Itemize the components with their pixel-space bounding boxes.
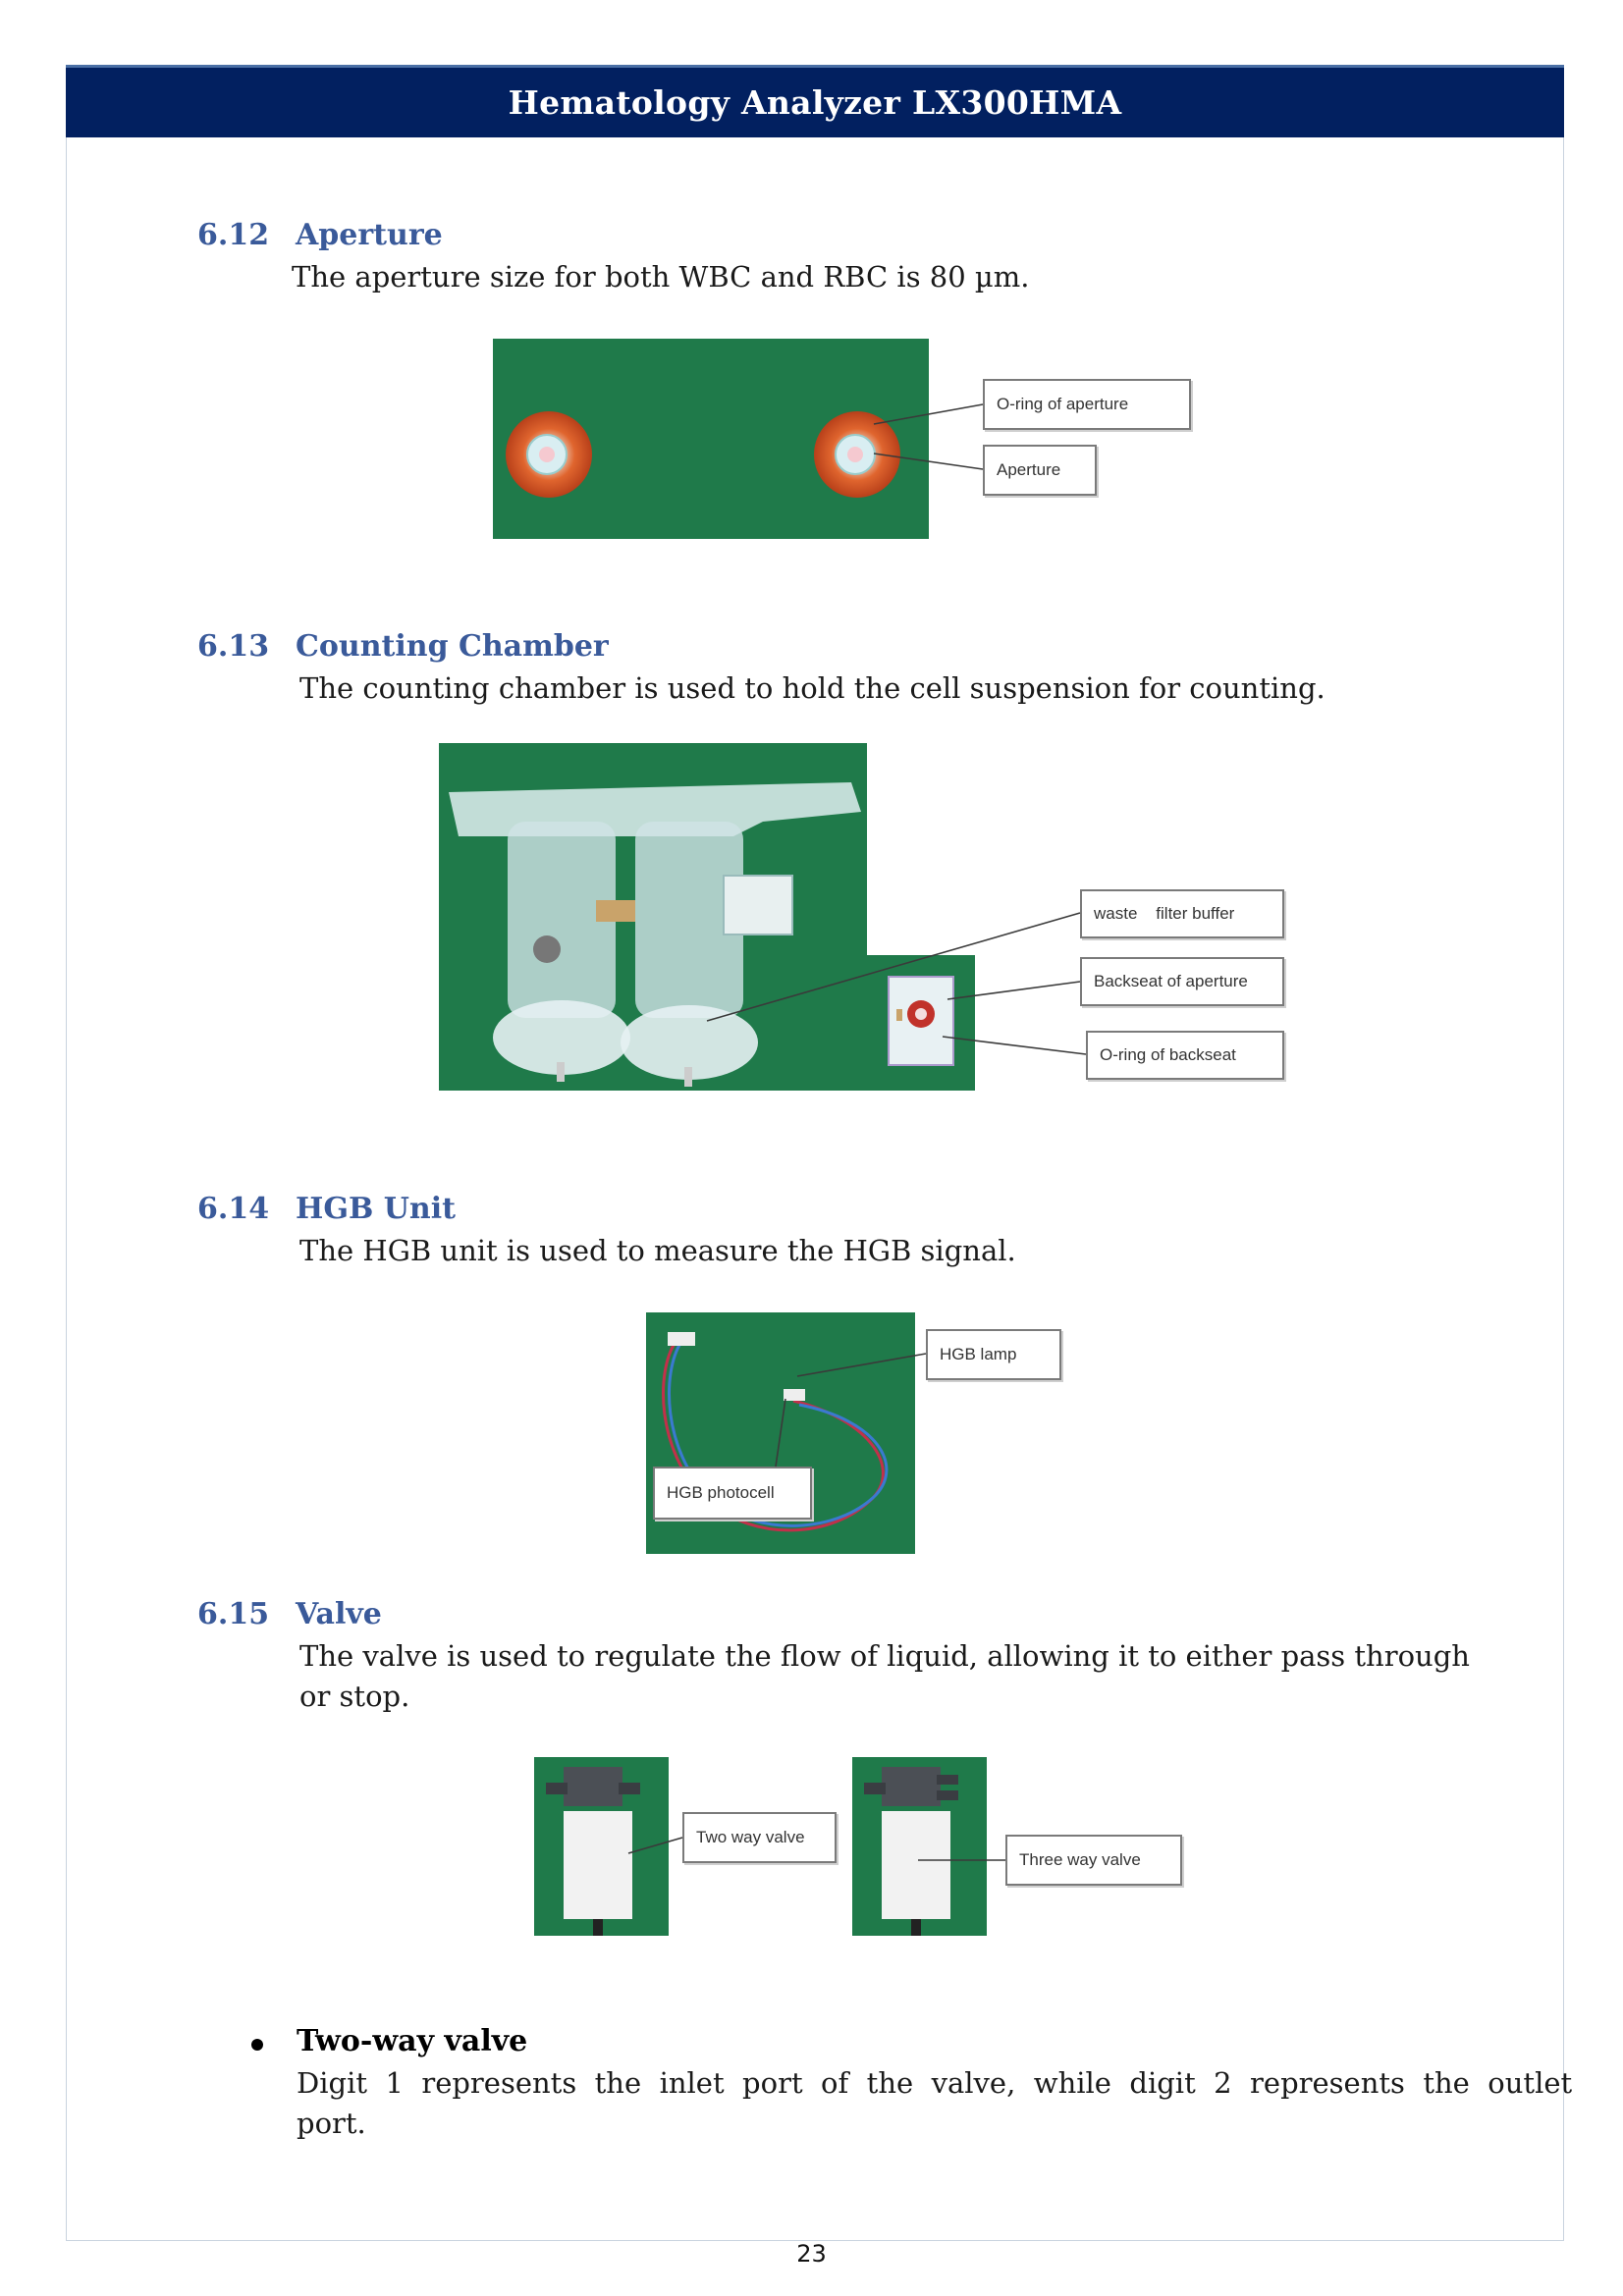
section-number: 6.15 (197, 1597, 270, 1631)
bullet-title: Two-way valve (297, 2024, 528, 2058)
callout-three-way-valve: Three way valve (1005, 1835, 1182, 1886)
section-number: 6.14 (197, 1192, 270, 1226)
callout-hgb-photocell: HGB photocell (653, 1467, 812, 1520)
callout-o-ring-of-aperture: O-ring of aperture (983, 379, 1191, 430)
backseat-photo (867, 955, 975, 1091)
document-title: Hematology Analyzer LX300HMA (508, 83, 1122, 122)
section-heading-6-13: 6.13 Counting Chamber (197, 629, 609, 664)
aperture-photo (493, 339, 929, 539)
section-heading-6-12: 6.12 Aperture (197, 218, 443, 252)
section-number: 6.13 (197, 629, 270, 664)
section-text-6-14: The HGB unit is used to measure the HGB … (299, 1234, 1016, 1267)
bullet-text-line2: port. (297, 2107, 366, 2140)
counting-chamber-photo (439, 743, 867, 1091)
bullet-text-line1: Digit 1 represents the inlet port of the… (297, 2066, 1573, 2100)
section-text-6-15-line1: The valve is used to regulate the flow o… (299, 1639, 1470, 1673)
callout-o-ring-of-backseat: O-ring of backseat (1086, 1031, 1284, 1080)
section-title: HGB Unit (296, 1192, 456, 1226)
section-heading-6-14: 6.14 HGB Unit (197, 1192, 456, 1226)
section-title: Valve (296, 1597, 382, 1631)
two-way-valve-photo (534, 1757, 669, 1936)
section-text-6-12: The aperture size for both WBC and RBC i… (292, 260, 1030, 294)
callout-hgb-lamp: HGB lamp (926, 1329, 1061, 1380)
section-title: Counting Chamber (296, 629, 609, 664)
callout-waste-filter-buffer: waste filter buffer (1080, 889, 1284, 938)
header-banner: Hematology Analyzer LX300HMA (66, 65, 1564, 137)
callout-backseat-of-aperture: Backseat of aperture (1080, 957, 1284, 1006)
callout-aperture: Aperture (983, 445, 1097, 496)
page-number: 23 (796, 2240, 827, 2268)
section-text-6-15-line2: or stop. (299, 1680, 410, 1713)
three-way-valve-photo (852, 1757, 987, 1936)
section-number: 6.12 (197, 218, 270, 252)
bullet-icon (251, 2039, 263, 2051)
section-text-6-13: The counting chamber is used to hold the… (299, 671, 1325, 705)
callout-two-way-valve: Two way valve (682, 1812, 837, 1863)
section-heading-6-15: 6.15 Valve (197, 1597, 382, 1631)
section-title: Aperture (296, 218, 443, 252)
